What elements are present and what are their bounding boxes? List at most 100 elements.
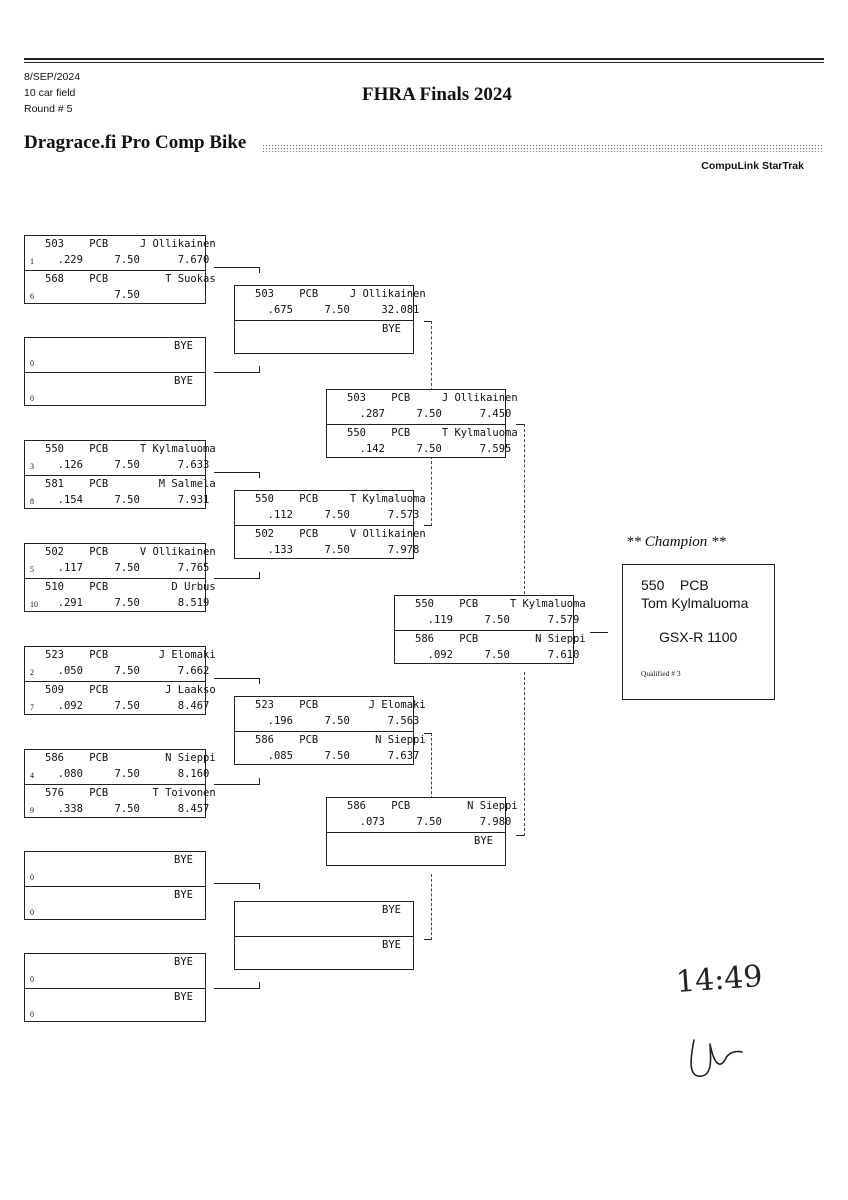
class-title: Dragrace.fi Pro Comp Bike [24, 132, 247, 153]
r2-match-3-top-lane-line1: 523 PCB J Elomaki [255, 699, 426, 711]
r3-match-1-bottom-lane-line1: 550 PCB T Kylmaluoma [347, 427, 518, 439]
r1-connector-tick-3 [259, 472, 260, 478]
r1-match-4-top-lane-seed: 5 [30, 565, 34, 574]
r3-connector-1 [516, 424, 524, 425]
r1-match-3-top-lane-line1: 550 PCB T Kylmaluoma [45, 443, 216, 455]
r1-match-5-top-lane-times: .050 7.50 7.662 [45, 665, 210, 677]
r1-connector-tick-4 [259, 572, 260, 578]
r1-match-4-bottom-lane: 510 PCB D Urbus .291 7.50 8.519 10 [25, 578, 216, 612]
r1-connector-tick-2 [259, 366, 260, 372]
r1-match-6-bottom-lane-seed: 9 [30, 806, 34, 815]
champion-car-class: 550 PCB [641, 577, 709, 593]
class-title-fill [262, 144, 824, 152]
final-match-bottom-lane-times: .092 7.50 7.610 [415, 649, 580, 661]
field-size: 10 car field [24, 87, 76, 99]
r1-match-5-top-lane-line1: 523 PCB J Elomaki [45, 649, 216, 661]
r1-match-4-bottom-lane-seed: 10 [30, 600, 38, 609]
r2-connector-4 [424, 939, 432, 940]
r1-match-1-top-lane-seed: 1 [30, 257, 34, 266]
r1-match-3-top-lane-times: .126 7.50 7.633 [45, 459, 210, 471]
r1-match-2-bottom-lane-bye: BYE [174, 375, 193, 387]
r3-dash-1 [524, 424, 525, 594]
r1-match-5-bottom-lane-line1: 509 PCB J Laakso [45, 684, 216, 696]
r1-match-8-bottom-lane-bye: BYE [174, 991, 193, 1003]
final-match-bottom-lane-line1: 586 PCB N Sieppi [415, 633, 586, 645]
r1-connector-7 [214, 883, 260, 884]
final-to-champion-line [590, 632, 608, 633]
r1-match-4-bottom-lane-line1: 510 PCB D Urbus [45, 581, 216, 593]
r3-dash-2 [524, 672, 525, 836]
r1-connector-8 [214, 988, 260, 989]
r1-match-3-bottom-lane: 581 PCB M Salmela .154 7.50 7.931 8 [25, 475, 216, 509]
r2-match-3-top-lane: 523 PCB J Elomaki .196 7.50 7.563 [235, 697, 426, 731]
r2-match-3-bottom-lane: 586 PCB N Sieppi .085 7.50 7.637 [235, 731, 426, 765]
r2-dash-1 [431, 321, 432, 391]
r1-match-6-top-lane-seed: 4 [30, 771, 34, 780]
r3-connector-2 [516, 835, 524, 836]
r2-match-2-bottom-lane-times: .133 7.50 7.978 [255, 544, 420, 556]
r1-match-1-top-lane-times: .229 7.50 7.670 [45, 254, 210, 266]
r2-match-1-bottom-lane-bye: BYE [382, 323, 401, 335]
r2-match-2-bottom-lane-line1: 502 PCB V Ollikainen [255, 528, 426, 540]
final-match-bottom-lane: 586 PCB N Sieppi .092 7.50 7.610 [395, 630, 586, 664]
race-date: 8/SEP/2024 [24, 71, 81, 83]
r1-match-2-top-lane-bye: BYE [174, 340, 193, 352]
r1-match-3-bottom-lane-seed: 8 [30, 497, 34, 506]
champion-name: Tom Kylmaluoma [641, 595, 749, 611]
r2-match-4-bottom-lane: BYE [235, 936, 413, 970]
final-match-top-lane-times: .119 7.50 7.579 [415, 614, 580, 626]
r1-match-2-top-lane: BYE 0 [25, 338, 205, 372]
r1-match-4-top-lane-times: .117 7.50 7.765 [45, 562, 210, 574]
r3-match-1-bottom-lane-times: .142 7.50 7.595 [347, 443, 512, 455]
r2-connector-3 [424, 733, 432, 734]
r1-connector-5 [214, 678, 260, 679]
r1-match-7-top-lane-bye: BYE [174, 854, 193, 866]
final-match-top-lane-line1: 550 PCB T Kylmaluoma [415, 598, 586, 610]
r1-match-8-top-lane: BYE 0 [25, 954, 205, 988]
r1-match-2-top-lane-seed: 0 [30, 359, 34, 368]
r1-match-7-top-lane-seed: 0 [30, 873, 34, 882]
r2-match-1-top-lane-times: .675 7.50 32.081 [255, 304, 420, 316]
r2-match-2-bottom-lane: 502 PCB V Ollikainen .133 7.50 7.978 [235, 525, 426, 559]
r1-match-8-top-lane-seed: 0 [30, 975, 34, 984]
r2-match-3-bottom-lane-times: .085 7.50 7.637 [255, 750, 420, 762]
r3-match-2-top-lane-times: .073 7.50 7.980 [347, 816, 512, 828]
champion-label: ** Champion ** [626, 534, 727, 550]
r1-match-6-bottom-lane-times: .338 7.50 8.457 [45, 803, 210, 815]
r2-match-1-top-lane-line1: 503 PCB J Ollikainen [255, 288, 426, 300]
r1-match-8-top-lane-bye: BYE [174, 956, 193, 968]
r3-match-1-top-lane-line1: 503 PCB J Ollikainen [347, 392, 518, 404]
r1-match-3-bottom-lane-line1: 581 PCB M Salmela [45, 478, 216, 490]
r1-match-6-top-lane-line1: 586 PCB N Sieppi [45, 752, 216, 764]
r3-match-2-top-lane: 586 PCB N Sieppi .073 7.50 7.980 [327, 798, 518, 832]
r2-connector-1 [424, 321, 432, 322]
r1-connector-tick-8 [259, 982, 260, 988]
r1-match-4-bottom-lane-times: .291 7.50 8.519 [45, 597, 210, 609]
r3-match-2-bottom-lane: BYE [327, 832, 505, 866]
r2-match-3-top-lane-times: .196 7.50 7.563 [255, 715, 420, 727]
r3-match-1: 503 PCB J Ollikainen .287 7.50 7.450 550 … [326, 389, 518, 458]
r1-match-8-bottom-lane-seed: 0 [30, 1010, 34, 1019]
r1-match-5-bottom-lane-times: .092 7.50 8.467 [45, 700, 210, 712]
r3-match-1-top-lane-times: .287 7.50 7.450 [347, 408, 512, 420]
header-rule-thin [24, 62, 824, 63]
r1-match-1-bottom-lane-seed: 6 [30, 292, 34, 301]
r1-match-7-top-lane: BYE 0 [25, 852, 205, 886]
r2-connector-2 [424, 525, 432, 526]
r2-match-1-bottom-lane: BYE [235, 320, 413, 354]
r1-match-3-bottom-lane-times: .154 7.50 7.931 [45, 494, 210, 506]
r3-match-2-top-lane-line1: 586 PCB N Sieppi [347, 800, 518, 812]
